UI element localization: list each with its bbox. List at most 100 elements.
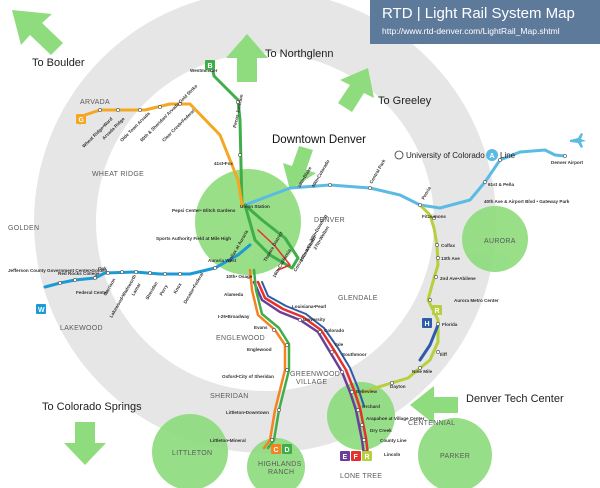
a-line-legend: University of Colorado A Line xyxy=(394,133,586,161)
downtown-loop-2 xyxy=(257,229,291,271)
arrow-northglenn xyxy=(226,34,268,82)
badge-g xyxy=(76,114,86,124)
station-jefferson: Jefferson County Government Center•Golde… xyxy=(8,268,108,273)
svg-text:R: R xyxy=(435,308,440,315)
h-line xyxy=(418,323,440,362)
station-auraria-west: Auraria West xyxy=(208,258,237,263)
aurora-area xyxy=(462,206,528,272)
label-to-colorado-springs: To Colorado Springs xyxy=(42,401,142,413)
station-61st-pena: 61st & Peña xyxy=(488,182,514,187)
station-decatur-federal: Decatur•Federal xyxy=(183,272,205,305)
a-line-badge xyxy=(486,149,498,161)
station-aurora-metro: Aurora Metro Center xyxy=(454,298,499,303)
station-iliff: Iliff xyxy=(440,352,447,357)
area-denver: DENVER xyxy=(314,217,345,224)
station-florida: Florida xyxy=(442,322,458,327)
station-federal-center: Federal Center xyxy=(76,290,108,295)
label-to-greeley: To Greeley xyxy=(378,95,432,107)
downtown-area xyxy=(195,169,301,275)
badge-r-aurora xyxy=(432,305,442,315)
area-golden: GOLDEN xyxy=(8,225,39,232)
green-areas xyxy=(152,169,528,488)
arrow-boulder xyxy=(12,10,63,55)
svg-text:D: D xyxy=(285,447,290,454)
station-13th: 13th Ave xyxy=(441,256,460,261)
legend-line: Line xyxy=(500,151,516,160)
station-colfax: Colfax xyxy=(441,243,455,248)
svg-text:R: R xyxy=(365,454,370,461)
downtown-loop xyxy=(243,203,300,270)
rtd-logo-icon xyxy=(394,150,404,160)
svg-text:G: G xyxy=(79,117,85,124)
parker-area xyxy=(418,418,492,488)
station-nine-mile: Nine Mile xyxy=(412,369,433,374)
station-orchard: Orchard xyxy=(362,404,380,409)
station-pecos-junction: Pecos Junction xyxy=(232,94,244,128)
line-badges: B G W R H C D E F R xyxy=(36,60,442,461)
svg-text:B: B xyxy=(208,63,213,70)
rail-lines xyxy=(43,64,567,457)
station-40th-airport: 40th Ave & Airport Blvd • Gateway Park xyxy=(484,199,570,204)
area-glendale: GLENDALE xyxy=(338,295,378,302)
f-line xyxy=(256,280,370,457)
area-englewood: ENGLEWOOD xyxy=(216,335,265,342)
badge-w xyxy=(36,304,46,314)
station-41st-fox: 41st•Fox xyxy=(214,161,233,166)
label-downtown-denver: Downtown Denver xyxy=(272,134,366,146)
area-wheat-ridge: WHEAT RIDGE xyxy=(92,171,144,178)
area-lakewood: LAKEWOOD xyxy=(60,325,103,332)
badge-h xyxy=(422,318,432,328)
station-dayton: Dayton xyxy=(390,384,406,389)
c-line xyxy=(248,268,287,450)
station-southmoor: Southmoor xyxy=(342,352,367,357)
station-dry-creek: Dry Creek xyxy=(370,428,392,433)
station-arapahoe: Arapahoe at Village Center xyxy=(366,416,425,421)
area-arvada: ARVADA xyxy=(80,99,110,106)
station-littleton-downtown: Littleton•Downtown xyxy=(226,410,269,415)
station-oxford: Oxford•City of Sheridan xyxy=(222,374,274,379)
direction-arrows xyxy=(12,10,458,465)
arrow-downtown xyxy=(283,146,316,190)
map-title: RTD | Light Rail System Map xyxy=(382,5,575,22)
area-parker: PARKER xyxy=(440,453,470,460)
label-denver-tech-center: Denver Tech Center xyxy=(466,393,564,405)
d-line xyxy=(252,268,291,450)
station-littleton-mineral: Littleton•Mineral xyxy=(210,438,246,443)
station-alameda: Alameda xyxy=(224,292,244,297)
area-littleton: LITTLETON xyxy=(172,450,212,457)
svg-text:F: F xyxy=(354,454,359,461)
station-perry: Perry xyxy=(159,283,169,296)
station-sheridan: Sheridan xyxy=(145,281,159,301)
g-line xyxy=(78,102,244,207)
svg-text:A: A xyxy=(490,153,495,160)
station-central-park: Central Park xyxy=(369,158,387,184)
station-denver-airport: Denver Airport xyxy=(551,160,583,165)
map-url[interactable]: http://www.rtd-denver.com/LightRail_Map.… xyxy=(382,26,560,36)
station-belleview: Belleview xyxy=(356,389,377,394)
station-peoria: Peoria xyxy=(421,185,433,200)
station-red-rocks: Red Rocks College xyxy=(58,271,100,276)
arrow-techcenter xyxy=(410,386,458,424)
e-line xyxy=(252,280,366,457)
station-10th-osage: 10th• Osage xyxy=(226,274,253,279)
station-county-line: County Line xyxy=(380,438,407,443)
station-knox: Knox xyxy=(173,282,183,295)
area-lone-tree: LONE TREE xyxy=(340,473,382,480)
area-labels: ARVADA WHEAT RIDGE GOLDEN LAKEWOOD DENVE… xyxy=(8,99,516,480)
station-i25-broadway: I-25•Broadway xyxy=(218,314,250,319)
station-pepsi-center: Pepsi Center• Elitch Gardens xyxy=(172,208,236,213)
station-englewood-st: Englewood xyxy=(247,347,272,352)
svg-text:E: E xyxy=(343,454,348,461)
station-2nd-abilene: 2nd Ave•Abilene xyxy=(440,276,476,281)
station-university: University xyxy=(303,317,326,322)
area-aurora: AURORA xyxy=(484,238,516,245)
badge-b xyxy=(205,60,215,70)
station-oak: Oak xyxy=(98,266,107,271)
station-yale: Yale xyxy=(334,342,344,347)
arrow-greeley xyxy=(338,68,374,112)
badge-c xyxy=(271,444,281,454)
